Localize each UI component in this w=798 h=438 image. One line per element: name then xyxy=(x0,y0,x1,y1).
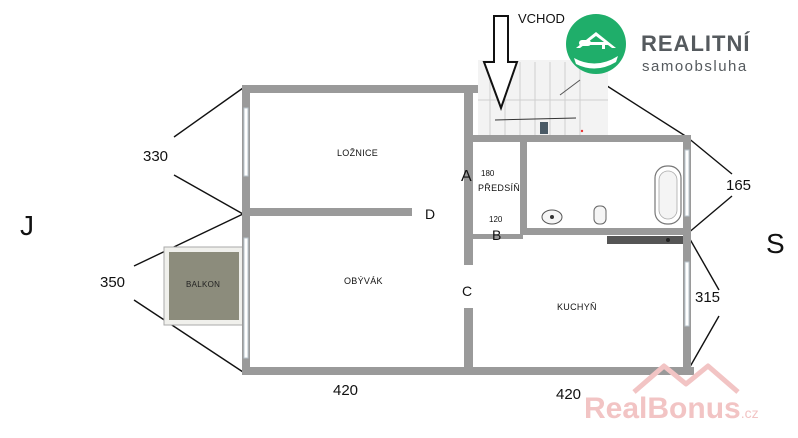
walls xyxy=(242,85,694,375)
door-marker-b: B xyxy=(492,227,502,243)
red-dot xyxy=(580,129,584,133)
dimension-width-left: 420 xyxy=(333,382,359,399)
room-label-kuchyn: KUCHYŇ xyxy=(557,302,597,312)
room-label-predsin: PŘEDSÍŇ xyxy=(478,183,521,193)
dimension-top-left: 330 xyxy=(143,148,169,165)
house-key-icon xyxy=(574,32,618,69)
watermark-part1: Real xyxy=(584,392,648,425)
realbonus-watermark-icon xyxy=(632,363,740,394)
orientation-east: S xyxy=(766,228,785,259)
door-marker-c: C xyxy=(462,283,473,299)
dimension-bottom-left: 350 xyxy=(100,274,126,291)
entrance-arrow-icon xyxy=(482,15,519,111)
orientation-west: J xyxy=(20,210,34,241)
bathtub xyxy=(654,165,682,225)
toilet xyxy=(593,205,607,225)
dimension-lines xyxy=(133,83,733,373)
logo-subtitle: samoobsluha xyxy=(642,58,748,75)
room-label-obyvak: OBÝVÁK xyxy=(344,276,383,286)
door-marker-d: D xyxy=(425,206,436,222)
watermark-text: RealBonus.cz xyxy=(584,392,759,426)
room-label-balkon: BALKON xyxy=(186,280,221,289)
sink xyxy=(541,209,563,225)
door-marker-a: A xyxy=(461,168,472,185)
watermark-suffix: .cz xyxy=(740,405,759,421)
dimension-predsin-width: 180 xyxy=(481,169,495,178)
watermark-part2: Bonus xyxy=(647,392,741,425)
dimension-width-right: 420 xyxy=(556,386,582,403)
dimension-predsin-height: 120 xyxy=(489,215,503,224)
dimension-right-top: 165 xyxy=(726,177,752,194)
entrance-label: VCHOD xyxy=(518,11,565,26)
windows xyxy=(243,107,690,359)
realitni-logo xyxy=(566,14,626,74)
kitchen-counter xyxy=(607,236,683,244)
room-label-loznice: LOŽNICE xyxy=(337,148,379,158)
dimension-right-bottom: 315 xyxy=(695,289,721,306)
logo-name: REALITNÍ xyxy=(641,31,751,56)
coat-rack xyxy=(540,122,548,134)
balcony xyxy=(163,246,245,326)
